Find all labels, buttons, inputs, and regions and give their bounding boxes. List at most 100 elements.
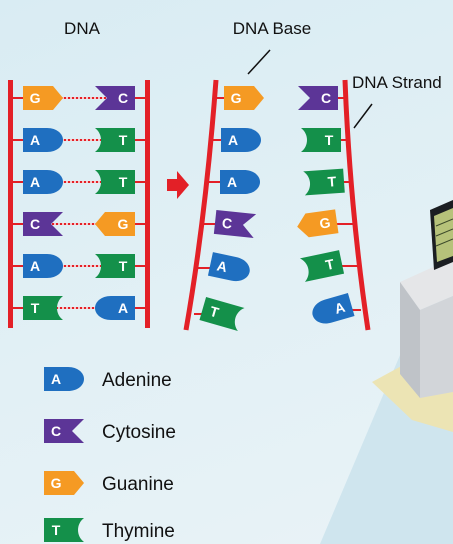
adenine-shape: [207, 252, 250, 282]
cytosine-shape: [95, 86, 135, 110]
monitor-line: [435, 218, 453, 227]
separated-left-strand: [183, 79, 219, 331]
desk-front: [420, 296, 453, 398]
monitor-line: [435, 228, 453, 237]
thymine-letter: T: [119, 174, 128, 190]
dna-strand-label: DNA Strand: [352, 73, 442, 92]
dna-base-label: DNA Base: [233, 19, 311, 38]
guanine-shape: [224, 86, 264, 110]
cytosine-icon: C: [44, 419, 84, 443]
adenine-letter: A: [30, 174, 40, 190]
legend-item-thymine: T Thymine: [44, 518, 175, 542]
monitor-display: [434, 208, 453, 262]
cytosine-letter: C: [321, 90, 331, 106]
legend-label-adenine: Adenine: [102, 370, 172, 391]
thymine-letter: T: [52, 522, 61, 538]
adenine-shape: [95, 296, 135, 320]
thymine-shape: [23, 296, 63, 320]
base-pair-right: T: [95, 170, 135, 194]
base-pair-right: T: [95, 128, 135, 152]
legend-label-guanine: Guanine: [102, 474, 174, 495]
adenine-letter: A: [333, 299, 347, 317]
separated-base-left: C: [213, 209, 257, 239]
guanine-letter: G: [30, 90, 41, 106]
adenine-letter: A: [51, 371, 61, 387]
guanine-shape: [23, 86, 63, 110]
dna-label: DNA: [64, 19, 101, 38]
base-pair-left: A: [23, 170, 63, 194]
thymine-shape: [95, 170, 135, 194]
adenine-shape: [23, 128, 63, 152]
separated-base-right: T: [299, 250, 345, 282]
adenine-shape: [221, 128, 261, 152]
dna-strand-pointer-line: [353, 103, 373, 129]
cytosine-letter: C: [221, 215, 233, 232]
base-pair-left: C: [23, 212, 63, 236]
guanine-letter: G: [51, 475, 62, 491]
base-pair-right: T: [95, 254, 135, 278]
separated-base-left: T: [199, 296, 245, 332]
separated-base-left: A: [220, 170, 260, 194]
thymine-letter: T: [119, 258, 128, 274]
adenine-letter: A: [118, 300, 128, 316]
cytosine-shape: [298, 86, 338, 110]
thymine-shape: [303, 168, 345, 196]
lab-desk-illustration: [372, 200, 453, 432]
guanine-letter: G: [318, 214, 331, 231]
adenine-letter: A: [228, 132, 238, 148]
desk-side: [400, 282, 420, 398]
cytosine-shape: [213, 209, 257, 239]
legend-item-adenine: A Adenine: [44, 367, 172, 391]
base-pair-left: T: [23, 296, 63, 320]
base-pair-left: A: [23, 254, 63, 278]
adenine-shape: [220, 170, 260, 194]
thymine-letter: T: [325, 132, 334, 148]
adenine-shape: [44, 367, 84, 391]
cytosine-letter: C: [51, 423, 61, 439]
thymine-letter: T: [31, 300, 40, 316]
legend-item-guanine: G Guanine: [44, 471, 174, 495]
adenine-shape: [312, 292, 355, 324]
separated-base-right: C: [298, 86, 338, 110]
base-pair-left: G: [23, 86, 63, 110]
monitor-line: [435, 238, 453, 247]
desk-top: [400, 258, 453, 310]
guanine-shape: [95, 212, 135, 236]
thymine-shape: [95, 254, 135, 278]
separated-right-strand: [342, 79, 371, 331]
guanine-letter: G: [231, 90, 242, 106]
base-pair-right: G: [95, 212, 135, 236]
adenine-shape: [23, 254, 63, 278]
thymine-shape: [299, 250, 345, 282]
cytosine-shape: [23, 212, 63, 236]
guanine-shape: [297, 209, 339, 238]
thymine-shape: [301, 128, 341, 152]
thymine-letter: T: [324, 256, 336, 274]
adenine-letter: A: [30, 258, 40, 274]
right-strand: [145, 80, 150, 328]
cytosine-shape: [44, 419, 84, 443]
adenine-shape: [23, 170, 63, 194]
adenine-letter: A: [216, 257, 229, 275]
guanine-shape: [44, 471, 84, 495]
dna-separated-strands: G C A T A T C G A T T A: [183, 79, 371, 332]
separated-base-right: A: [312, 292, 355, 324]
base-pair-right: A: [95, 296, 135, 320]
adenine-icon: A: [44, 367, 84, 391]
separated-base-left: G: [224, 86, 264, 110]
separated-base-right: T: [303, 168, 345, 196]
separated-base-right: T: [301, 128, 341, 152]
separated-base-right: G: [297, 209, 339, 238]
left-strand: [8, 80, 13, 328]
legend-label-thymine: Thymine: [102, 521, 175, 542]
thymine-shape: [44, 518, 84, 542]
base-pair-right: C: [95, 86, 135, 110]
thymine-letter: T: [327, 173, 337, 190]
thymine-shape: [199, 296, 245, 332]
adenine-letter: A: [30, 132, 40, 148]
dna-base-pointer-line: [247, 49, 271, 75]
guanine-letter: G: [118, 216, 129, 232]
